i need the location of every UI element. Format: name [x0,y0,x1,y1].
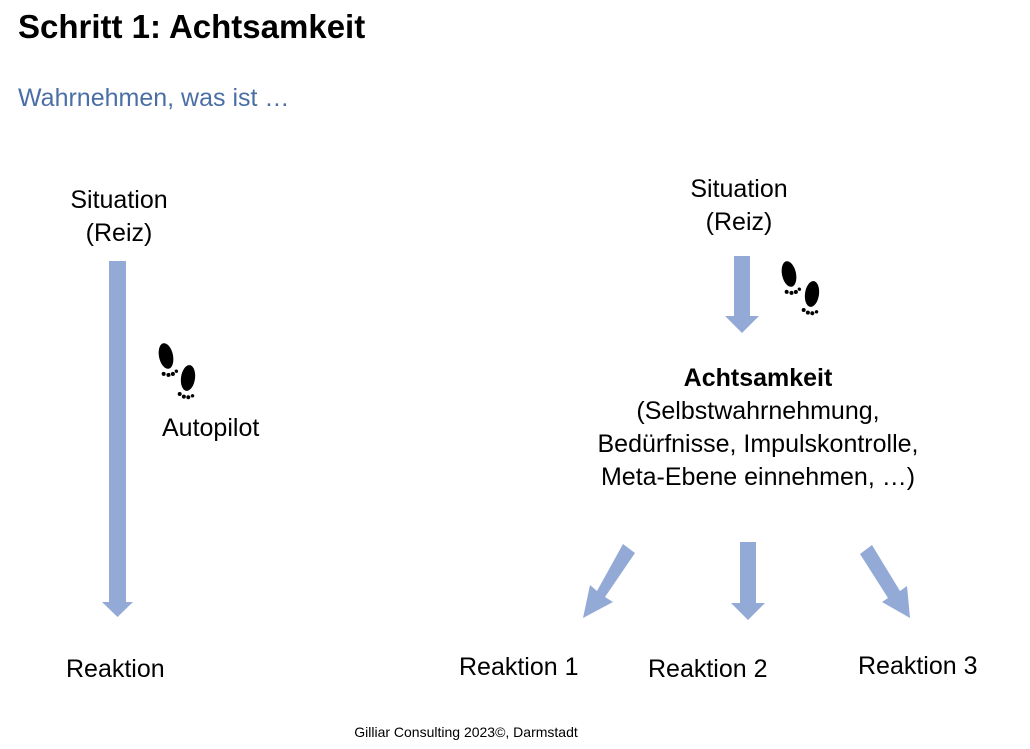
right-down-arrow [725,256,759,333]
reaction-3-arrow-shape [860,545,910,618]
reaction-3-arrow [860,545,910,618]
page-title: Schritt 1: Achtsamkeit [18,8,366,45]
right-situation-line1: Situation [690,175,788,203]
right-down-arrow-shape [725,256,759,333]
reaction-1-arrow [583,544,635,618]
right-detail-line2: Bedürfnisse, Impulskontrolle, [597,430,919,458]
left-situation-line1: Situation [70,186,168,214]
reaction-2-arrow-shape [731,542,765,620]
left-reaction-label: Reaktion [66,655,165,683]
left-down-arrow-shape [102,261,133,617]
footprints-icon [778,259,823,317]
right-detail-line1: (Selbstwahrnehmung, [636,397,880,425]
reaction-1-label: Reaktion 1 [459,653,579,681]
right-situation-line2: (Reiz) [705,208,773,236]
footprints-icon [155,341,199,401]
reaction-2-arrow [731,542,765,620]
left-situation-label: Situation (Reiz) [40,184,198,250]
footer-credit: Gilliar Consulting 2023©, Darmstadt [354,724,578,740]
left-autopilot-label: Autopilot [162,414,260,442]
page-subtitle: Wahrnehmen, was ist … [18,84,290,112]
left-down-arrow [102,261,133,617]
right-achtsamkeit-heading: Achtsamkeit [683,364,833,392]
reaction-2-label: Reaktion 2 [648,655,768,683]
reaction-1-arrow-shape [583,544,635,618]
left-situation-line2: (Reiz) [85,219,153,247]
right-detail-line3: Meta-Ebene einnehmen, …) [600,463,916,491]
reaction-3-label: Reaktion 3 [858,652,978,680]
right-situation-label: Situation (Reiz) [660,173,818,239]
right-achtsamkeit-block: Achtsamkeit (Selbstwahrnehmung, Bedürfni… [558,362,958,494]
